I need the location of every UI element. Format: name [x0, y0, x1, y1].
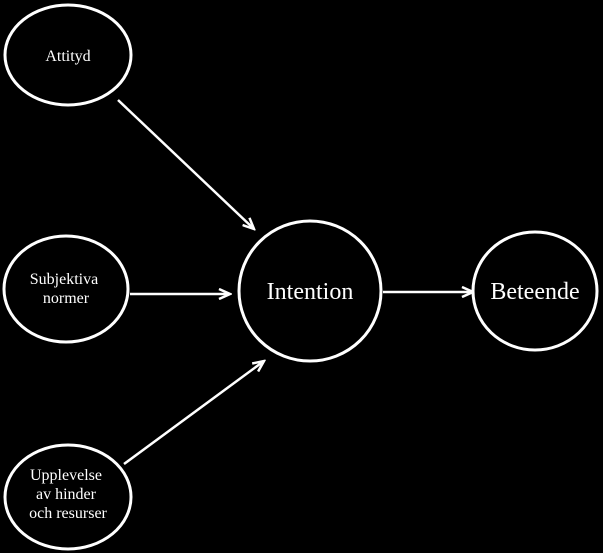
node-upplevelse-line-2: av hinder [36, 486, 97, 503]
node-subjektiva-normer-line-1: Subjektiva [30, 271, 98, 288]
node-subjektiva-normer-line-2: normer [43, 290, 90, 307]
node-attityd-label: Attityd [45, 48, 90, 65]
node-upplevelse-line-1: Upplevelse [30, 467, 102, 484]
edge-upplevelse-to-intention [123, 361, 264, 466]
node-intention: Intention [237, 219, 383, 363]
node-attityd: Attityd [3, 3, 133, 107]
node-intention-label: Intention [267, 279, 354, 305]
node-beteende-label: Beteende [490, 279, 579, 305]
svg-text:Beteende: Beteende [490, 279, 579, 305]
svg-text:Intention: Intention [267, 279, 354, 305]
svg-text:Subjektiva normer: Subjektiva normer [30, 271, 102, 307]
node-subjektiva-normer: Subjektiva normer [2, 234, 130, 344]
svg-text:Attityd: Attityd [45, 48, 90, 65]
edge-attityd-to-intention [117, 99, 254, 229]
node-beteende: Beteende [471, 230, 599, 352]
svg-text:Upplevelse av hinder: Upplevelse av hinder och resurser [29, 467, 107, 522]
node-upplevelse: Upplevelse av hinder och resurser [3, 443, 133, 551]
node-upplevelse-line-3: och resurser [29, 505, 107, 522]
